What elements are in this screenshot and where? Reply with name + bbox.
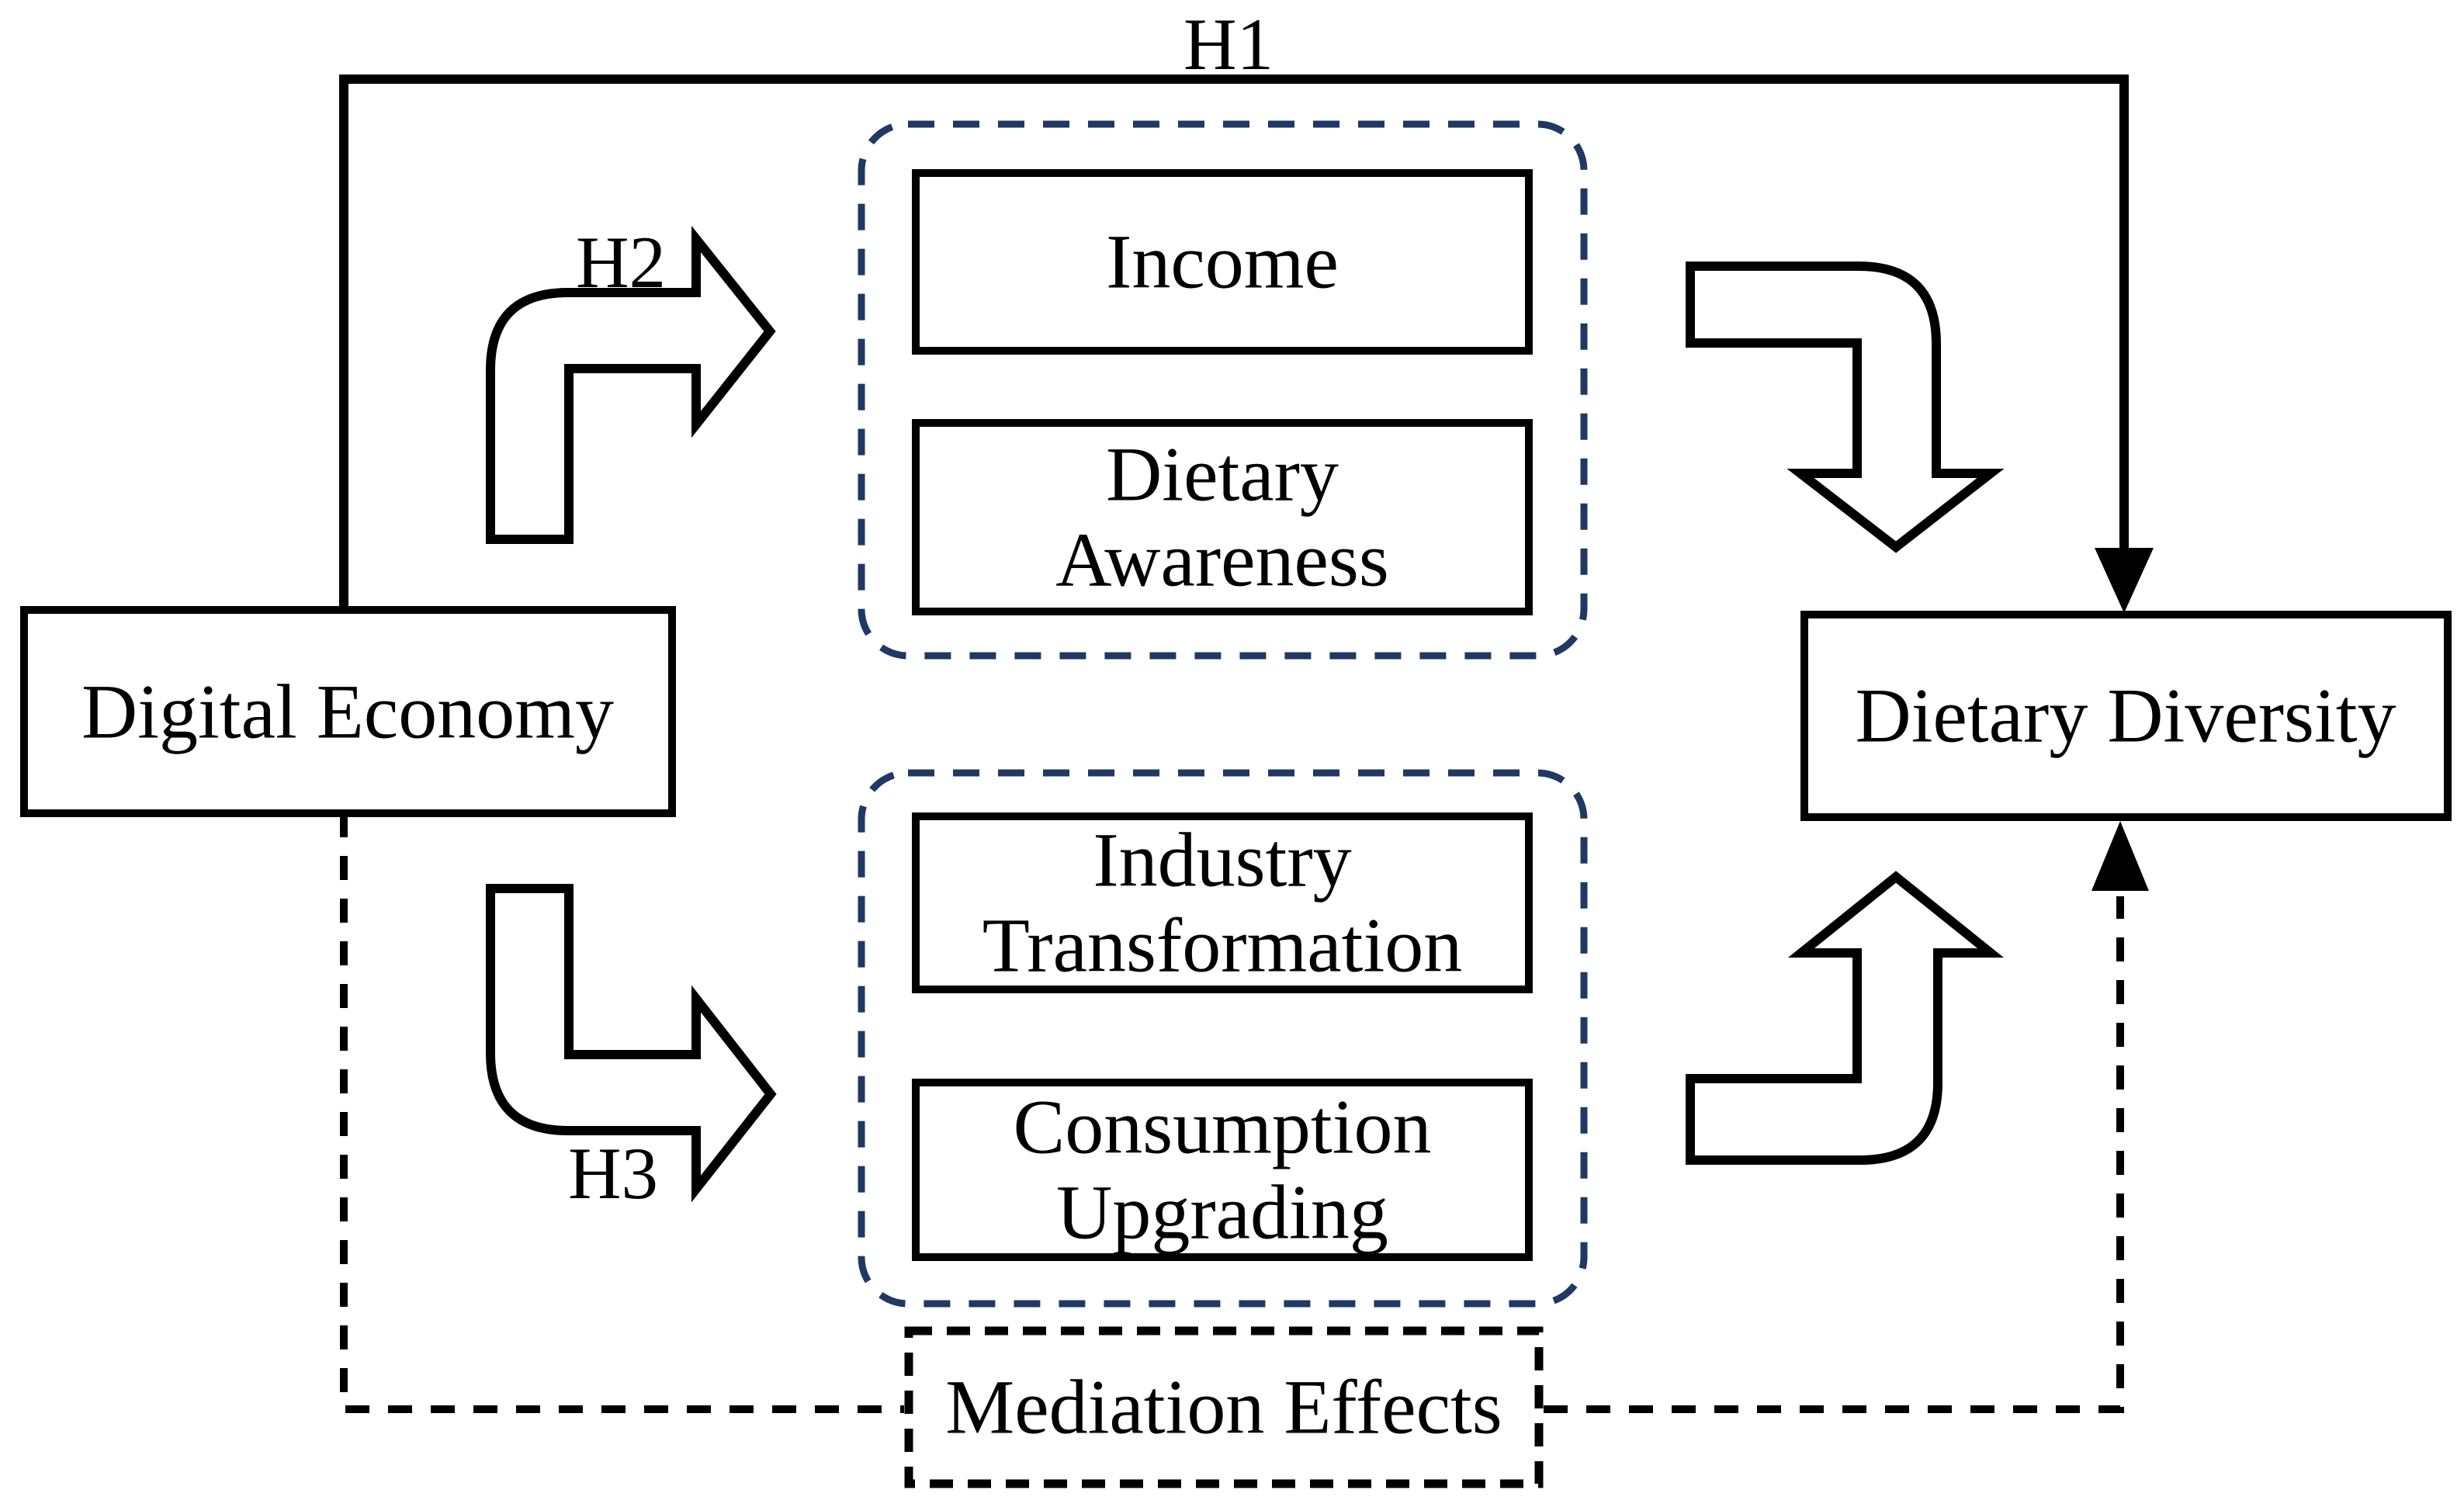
consumption-upgrading-box [912,1079,1533,1261]
node-income: Income [912,169,1533,355]
h2-label: H2 [576,221,666,303]
h1-connector-line [339,74,2129,610]
income-label: Income [1106,219,1339,305]
dietary-diversity-box [1800,611,2452,821]
top-group-down-block-arrow-icon [1686,262,2005,553]
mediation-effects-box [904,1326,1544,1488]
dietary-awareness-label-line2: Awareness [1055,517,1389,603]
node-consumption-upgrading: Consumption Upgrading [912,1079,1533,1261]
industry-transformation-label-line2: Transformation [982,902,1463,989]
mediation-arrowhead-icon [2091,821,2149,891]
industry-transformation-label-line1: Industry [1093,817,1351,903]
mediation-dashed-connector [340,813,2149,1413]
consumption-upgrading-label-line2: Upgrading [1056,1169,1388,1256]
dietary-awareness-box [912,419,1533,615]
node-digital-economy: Digital Economy [20,606,676,817]
h2-block-arrow-icon [486,225,776,544]
industry-transformation-box [912,812,1533,993]
mediator-group-top-frame [858,120,1588,660]
node-industry-transformation: Industry Transformation [912,812,1533,993]
h3-block-arrow-icon [486,884,777,1203]
node-dietary-diversity: Dietary Diversity [1800,611,2452,821]
node-mediation-effects: Mediation Effects [904,1326,1544,1488]
h3-label: H3 [568,1132,658,1214]
mediation-effects-label: Mediation Effects [945,1364,1502,1450]
h1-label: H1 [1183,3,1274,85]
h1-arrowhead-icon [2095,548,2154,613]
digital-economy-box [20,606,676,817]
node-dietary-awareness: Dietary Awareness [912,419,1533,615]
income-box [912,169,1533,355]
bottom-group-up-block-arrow-icon [1686,871,2005,1165]
dietary-diversity-label: Dietary Diversity [1855,673,2396,759]
consumption-upgrading-label-line1: Consumption [1014,1084,1432,1170]
h1-connector [339,74,2154,613]
mediator-group-bottom-frame [858,769,1588,1308]
mediation-dashed-right-segment [1544,896,2124,1413]
digital-economy-label: Digital Economy [81,669,614,755]
dietary-awareness-label-line1: Dietary [1106,431,1339,518]
